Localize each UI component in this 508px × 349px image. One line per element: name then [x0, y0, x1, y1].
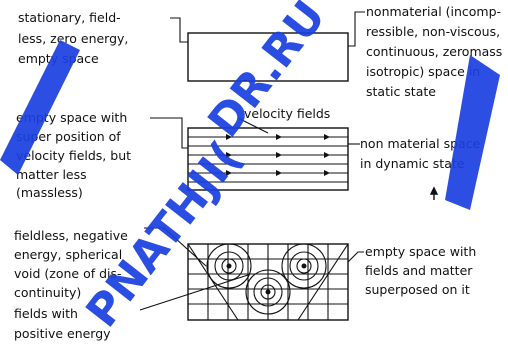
- small-arrow-mark: [431, 188, 437, 200]
- label-fieldless-4: continuity): [14, 285, 81, 300]
- watermark-text-1: DR.RU: [198, 0, 335, 147]
- label-stationary-1: stationary, field-: [18, 10, 121, 25]
- label-matter-3: superposed on it: [365, 282, 470, 297]
- label-nonmaterial-3: continuous, zeromass: [366, 44, 502, 59]
- label-matter-2: fields and matter: [365, 263, 473, 278]
- label-fieldless-1: fieldless, negative: [14, 228, 128, 243]
- field-matter-box: [188, 244, 348, 320]
- label-stationary-2: less, zero energy,: [18, 31, 128, 46]
- label-nonmaterial-2: ressible, non-viscous,: [366, 24, 500, 39]
- label-velocity-5: (massless): [16, 185, 83, 200]
- label-fieldless-6: positive energy: [14, 326, 111, 341]
- label-fieldless-5: fields with: [14, 306, 78, 321]
- label-nonmaterial-4: isotropic) space in: [366, 64, 480, 79]
- label-velocity-3: velocity fields, but: [16, 148, 131, 163]
- label-velocity-4: matter less: [16, 167, 87, 182]
- label-nonmaterial-5: static state: [366, 84, 436, 99]
- label-fieldless-2: energy, spherical: [14, 247, 122, 262]
- field-circles-right: [282, 244, 326, 288]
- label-dynamic-2: in dynamic state: [360, 156, 465, 171]
- label-nonmaterial-1: nonmaterial (incomp-: [366, 4, 501, 19]
- label-matter-1: empty space with: [365, 244, 476, 259]
